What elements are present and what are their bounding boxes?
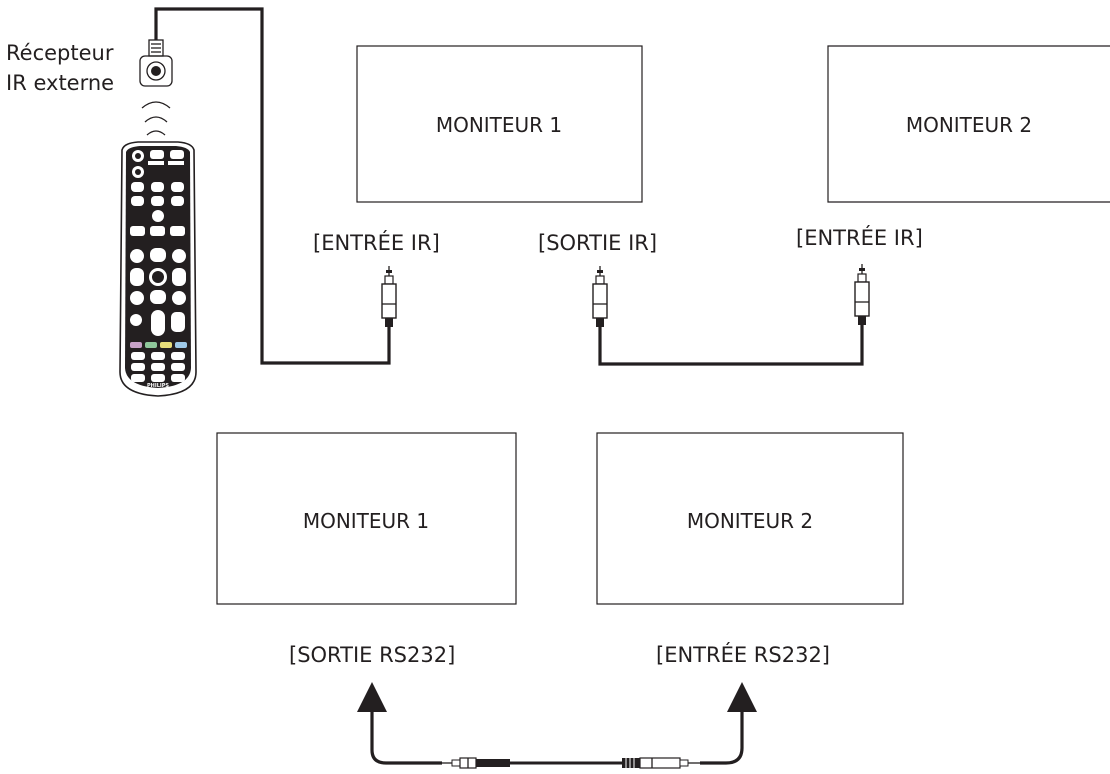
ir-receiver-cable: [154, 7, 391, 365]
receiver-label-line2: IR externe: [6, 71, 114, 95]
jack-plug-icon-3: [854, 264, 870, 325]
ir-signal-icon: [141, 101, 171, 136]
rs232-in-label: [ENTRÉE RS232]: [656, 642, 830, 667]
jack-plug-icon-1: [381, 266, 397, 327]
remote-control-icon: PHILIPS: [119, 141, 197, 397]
ir-in-label-1: [ENTRÉE IR]: [313, 230, 440, 255]
ir-in-label-2: [ENTRÉE IR]: [796, 225, 923, 250]
jack-plug-icon-2: [592, 266, 608, 327]
ir-daisy-chain-cable: [598, 325, 864, 366]
receiver-label-line1: Récepteur: [6, 41, 114, 65]
top-monitor-1-label: MONITEUR 1: [436, 113, 562, 137]
bottom-monitor-2-label: MONITEUR 2: [687, 509, 813, 533]
top-monitor-2-label: MONITEUR 2: [906, 113, 1032, 137]
rs232-cable: [370, 706, 442, 765]
bottom-monitor-1: [216, 432, 517, 605]
ir-receiver-icon: [139, 39, 173, 87]
rs232-out-label: [SORTIE RS232]: [289, 643, 455, 667]
remote-brand-label: PHILIPS: [147, 383, 169, 389]
arrow-up-icon-right: [727, 682, 757, 712]
top-monitor-1: [356, 45, 643, 203]
bottom-monitor-2: [596, 432, 904, 605]
top-monitor-2: [827, 45, 1110, 203]
bottom-monitor-1-label: MONITEUR 1: [303, 509, 429, 533]
ir-out-label: [SORTIE IR]: [538, 231, 657, 255]
arrow-up-icon-left: [357, 682, 387, 712]
audio-jack-cable-icon: [442, 757, 700, 769]
